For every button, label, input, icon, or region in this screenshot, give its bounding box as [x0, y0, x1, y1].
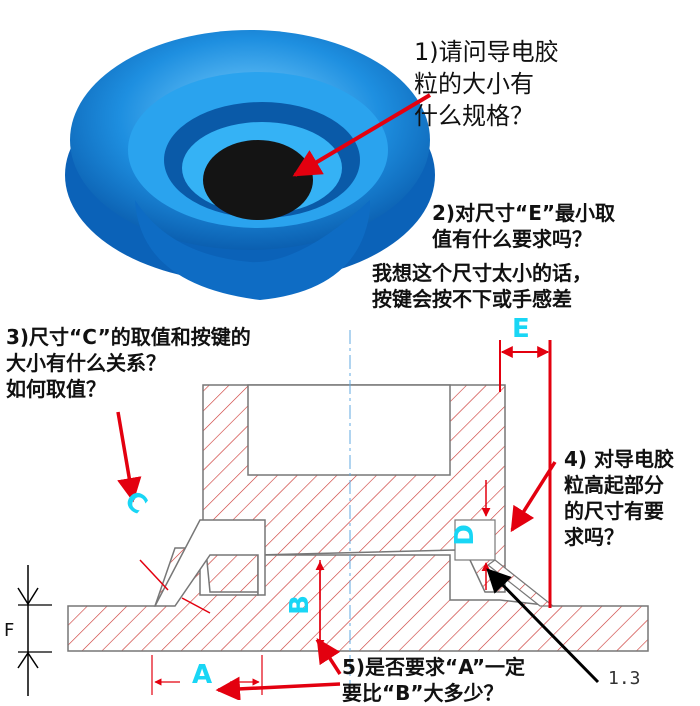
arrow-q5-a	[215, 676, 341, 702]
question-5: 5)是否要求“A”一定 要比“B”大多少？	[342, 655, 525, 705]
dim-label-d: D	[449, 524, 480, 546]
dim-label-a: A	[192, 660, 213, 690]
question-2: 2)对尺寸“E”最小取 值有什么要求吗？	[432, 201, 616, 251]
arrow-q5-b	[316, 637, 342, 675]
question-3: 3)尺寸“C”的取值和按键的 大小有什么关系？ 如何取值？	[6, 325, 251, 401]
dimension-lines	[17, 340, 552, 696]
question-1: 1)请问导电胶 粒的大小有 什么规格？	[414, 38, 559, 130]
arrow-q3	[116, 411, 142, 503]
arrow-q1	[292, 93, 432, 177]
note-text: 我想这个尺寸太小的话， 按键会按不下或手感差	[372, 261, 592, 311]
dim-label-e: E	[512, 314, 530, 344]
arrow-q4	[510, 461, 557, 533]
dim-label-b: B	[284, 595, 315, 615]
question-4: 4) 对导电胶 粒高起部分 的尺寸有要 求吗？	[564, 447, 675, 549]
arrow-scale	[486, 568, 600, 684]
scale-annotation: 1.3	[608, 668, 641, 689]
3d-part-illustration	[65, 30, 435, 300]
cross-section-drawing	[67, 330, 649, 690]
dim-label-f: F	[4, 620, 15, 641]
callout-arrows	[116, 411, 600, 702]
